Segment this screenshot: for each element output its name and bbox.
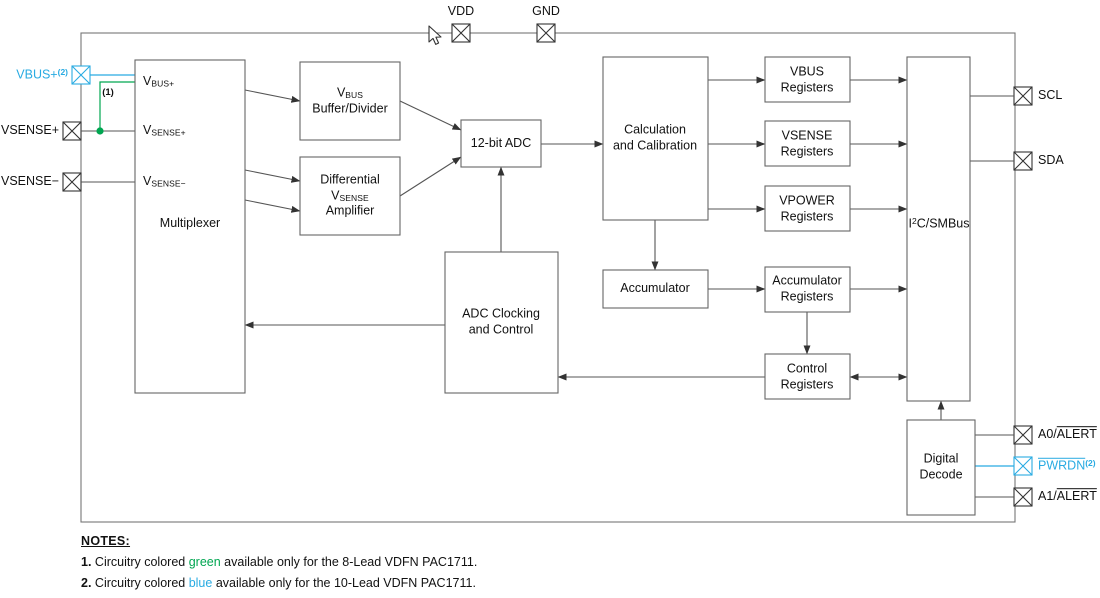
mouse-cursor [428, 25, 442, 45]
annotation-note-ref-1: (1) [102, 87, 114, 99]
note-item-2: 2. Circuitry colored blue available only… [81, 576, 477, 590]
block-label-adc-12bit: 12-bit ADC [470, 136, 532, 151]
note-number: 1. [81, 555, 92, 569]
wire-green-vsense-to-vbus [99, 81, 135, 131]
pin-label-vsense-minus: VSENSE− [0, 174, 59, 189]
pin-box-vbus-plus [71, 65, 91, 85]
pin-box-vdd [451, 23, 471, 43]
arrow-mux-to-diffamp-a [244, 169, 301, 183]
notes-title: NOTES: [81, 534, 131, 548]
block-label-i2c-smbus: I2C/SMBus [908, 215, 970, 231]
note-number: 2. [81, 576, 92, 590]
arrow-mux-to-vbus-buffer [244, 89, 301, 103]
note-text-pre: Circuitry colored [94, 555, 189, 569]
block-multiplexer [134, 59, 246, 394]
note-color-word: green [188, 555, 221, 569]
note-ref-superscript: (2) [57, 66, 68, 77]
block-i2c-smbus [906, 56, 971, 402]
mux-port-label-vsense-plus: VSENSE+ [143, 123, 186, 138]
mux-port-label-vbus-plus: VBUS+ [143, 74, 175, 89]
notes-section: NOTES: 1. Circuitry colored green availa… [81, 534, 477, 590]
arrow-vbus-buffer-to-adc [399, 100, 462, 131]
pin-box-a0-alert [1013, 425, 1033, 445]
block-adc-clocking-and-control [444, 251, 559, 394]
block-control-registers [764, 353, 851, 400]
block-vsense-registers [764, 120, 851, 167]
alert-overline-text: ALERT [1056, 489, 1097, 504]
pin-box-sda [1013, 151, 1033, 171]
note-text-post: available only for the 8-Lead VDFN PAC17… [220, 555, 478, 569]
note-color-word: blue [188, 576, 213, 590]
arrow-mux-to-diffamp-b [244, 199, 301, 213]
block-vbus-buffer-divider [299, 61, 401, 141]
note-text-pre: Circuitry colored [94, 576, 189, 590]
block-differential-vsense-amplifier [299, 156, 401, 236]
pin-label-sda: SDA [1038, 153, 1064, 168]
block-calculation-and-calibration [602, 56, 709, 221]
note-text-post: available only for the 10-Lead VDFN PAC1… [212, 576, 476, 590]
pin-box-pwrdn [1013, 456, 1033, 476]
block-vbus-registers [764, 56, 851, 103]
pin-label-vbus-plus: VBUS+(2) [16, 66, 68, 82]
block-adc-12bit [460, 119, 542, 168]
alert-overline-text: ALERT [1056, 427, 1097, 442]
mux-port-label-vsense-minus: VSENSE− [143, 174, 186, 189]
pin-box-gnd [536, 23, 556, 43]
junction-dot-green [96, 127, 104, 135]
pin-label-a1-alert: A1/ALERT [1038, 489, 1097, 504]
arrow-diffamp-to-adc [399, 156, 462, 197]
pin-label-vsense-plus: VSENSE+ [0, 123, 59, 138]
block-label-accumulator: Accumulator [620, 281, 690, 296]
block-digital-decode [906, 419, 976, 516]
block-label-multiplexer: Multiplexer [159, 216, 221, 231]
note-ref-superscript: (2) [1085, 457, 1096, 468]
pin-label-a0-alert: A0/ALERT [1038, 427, 1097, 442]
pwrdn-overline-text: PWRDN [1038, 458, 1086, 473]
pin-label-vdd: VDD [447, 4, 475, 19]
block-accumulator [602, 269, 709, 309]
pin-label-scl: SCL [1038, 88, 1063, 103]
block-vpower-registers [764, 185, 851, 232]
note-item-1: 1. Circuitry colored green available onl… [81, 555, 477, 569]
pin-box-scl [1013, 86, 1033, 106]
pin-box-a1-alert [1013, 487, 1033, 507]
pin-label-gnd: GND [532, 4, 560, 19]
pin-box-vsense-minus [62, 172, 82, 192]
pin-label-pwrdn: PWRDN(2) [1038, 458, 1096, 474]
block-accumulator-registers [764, 266, 851, 313]
pin-box-vsense-plus [62, 121, 82, 141]
